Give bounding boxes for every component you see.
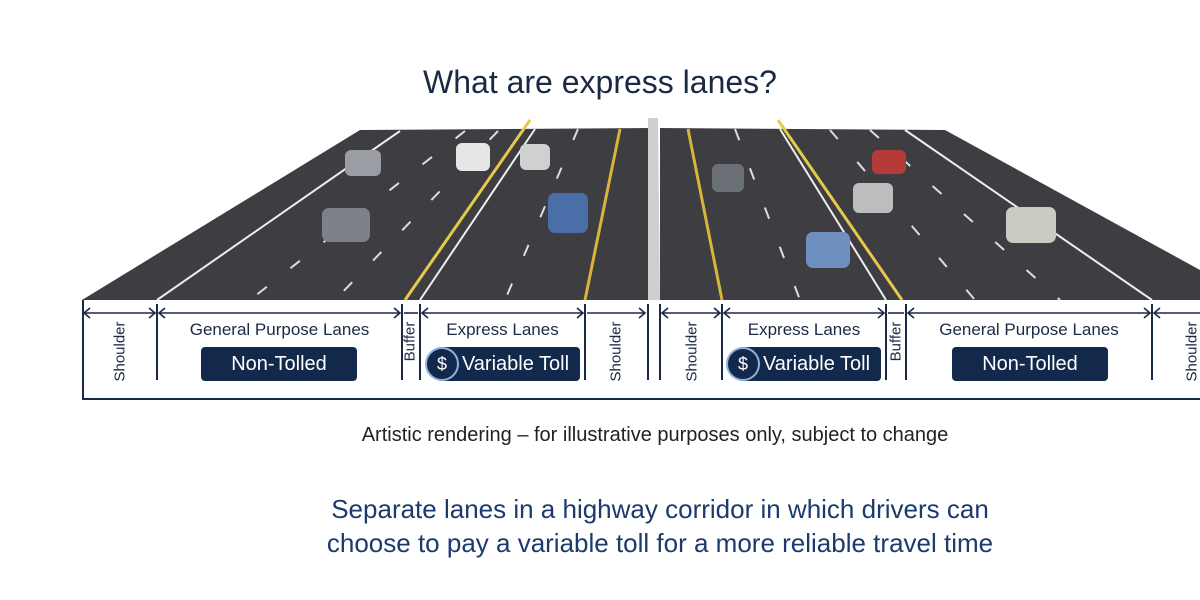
general-purpose-label-east: General Purpose Lanes	[939, 320, 1119, 339]
highway-illustration	[82, 118, 1200, 300]
page-title: What are express lanes?	[423, 64, 777, 100]
shoulder-label-1: Shoulder	[111, 321, 129, 382]
variable-toll-badge-east: $ Variable Toll	[726, 347, 881, 381]
eastbound-buffer-posts	[776, 119, 904, 300]
definition-line-2: choose to pay a variable toll for a more…	[326, 528, 994, 558]
dollar-icon: $	[425, 347, 459, 381]
variable-toll-badge-west: $ Variable Toll	[425, 347, 580, 381]
shoulder-label-3: Shoulder	[683, 321, 701, 382]
variable-toll-text: Variable Toll	[762, 352, 871, 375]
westbound-buffer-posts	[403, 119, 532, 300]
dimension-arrows	[82, 307, 1200, 319]
disclaimer-caption: Artistic rendering – for illustrative pu…	[361, 424, 949, 446]
buffer-label-east: Buffer	[887, 321, 905, 362]
shoulder-label-4: Shoulder	[1183, 321, 1200, 382]
shoulder-label-2: Shoulder	[607, 321, 625, 382]
variable-toll-text: Variable Toll	[461, 352, 570, 375]
definition-line-1: Separate lanes in a highway corridor in …	[331, 494, 989, 524]
express-label-west: Express Lanes	[446, 320, 559, 339]
median-barrier	[648, 118, 660, 300]
non-tolled-badge-west: Non-Tolled	[201, 347, 357, 381]
eastbound-roadway	[660, 128, 1200, 300]
cars	[322, 143, 1056, 268]
express-label-east: Express Lanes	[747, 320, 861, 339]
lane-label-band	[82, 300, 1200, 400]
general-purpose-label-west: General Purpose Lanes	[189, 320, 370, 339]
definition-text: Separate lanes in a highway corridor in …	[0, 492, 1200, 560]
buffer-label-west: Buffer	[401, 321, 419, 362]
non-tolled-badge-east: Non-Tolled	[952, 347, 1108, 381]
dollar-icon: $	[726, 347, 760, 381]
